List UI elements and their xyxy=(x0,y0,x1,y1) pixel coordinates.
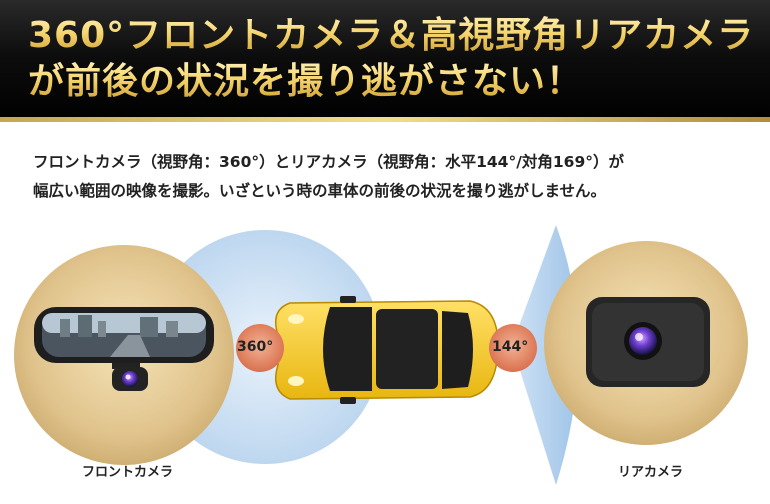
description-line-2: 幅広い範囲の映像を撮影。いざという時の車体の前後の状況を撮り逃がしません。 xyxy=(33,182,607,200)
front-angle-label: 360° xyxy=(237,339,274,355)
headline-line-2: が前後の状況を撮り逃がさない！ xyxy=(28,61,584,102)
headline-banner: 360°フロントカメラ＆高視野角リアカメラ が前後の状況を撮り逃がさない！ xyxy=(0,0,770,122)
front-camera-caption: フロントカメラ xyxy=(82,465,174,480)
headline-line-1: 360°フロントカメラ＆高視野角リアカメラ xyxy=(28,15,755,56)
rear-angle-label: 144° xyxy=(492,339,529,355)
rear-camera-body xyxy=(586,297,710,387)
rear-angle-badge xyxy=(489,324,537,372)
front-mirror-camera xyxy=(34,307,214,391)
car-top-view xyxy=(275,296,499,404)
front-angle-badge xyxy=(236,324,284,372)
camera-coverage-illustration: 360° 144° フロントカメラ リアカメラ xyxy=(0,215,770,500)
rear-camera-caption: リアカメラ xyxy=(618,465,684,480)
coverage-diagram xyxy=(14,225,748,485)
description-line-1: フロントカメラ（視野角：360°）とリアカメラ（視野角：水平144°/対角169… xyxy=(33,153,624,171)
